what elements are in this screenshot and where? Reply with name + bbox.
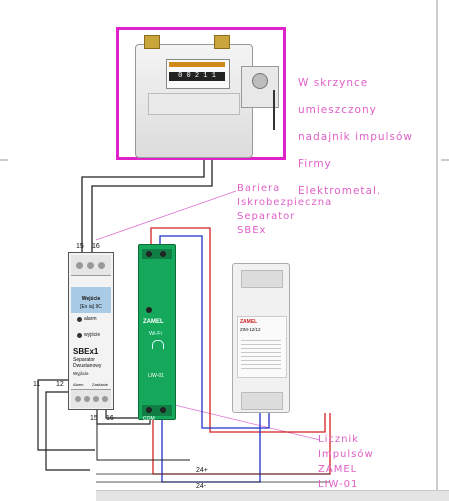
- counter-annotation: Licznik Impulsów ZAMEL LIW-01: [318, 432, 408, 492]
- terminal-screw: [146, 251, 152, 257]
- barrier-line2: Iskrobezpieczna: [237, 197, 333, 208]
- terminal-screw: [75, 396, 81, 402]
- separator-name-2: Dwustanowy: [73, 363, 102, 369]
- barrier-line4: SBEx: [237, 225, 267, 236]
- alarm-label: alarm: [84, 316, 97, 322]
- output-label: wyjście: [84, 332, 101, 338]
- separator-brand: SBEx1: [73, 347, 99, 356]
- counter-line4: LIW-01: [318, 479, 359, 490]
- barrier-line3: Separator: [237, 211, 296, 222]
- meter-inlet-pipe: [144, 35, 160, 49]
- liw-module: ZAMEL Wi-Fi LIW-01 COM: [138, 244, 176, 422]
- separator-supply-out: Zasilanie: [92, 382, 109, 387]
- transmitter-cable: [273, 90, 275, 130]
- wire-label-16-bottom: 16: [106, 415, 114, 422]
- liw-model: LIW-01: [148, 373, 165, 379]
- separator-name-1: Separator: [73, 357, 95, 363]
- terminal-screw: [102, 396, 108, 402]
- counter-line2: Impulsów: [318, 449, 374, 460]
- psu-model: ZIM-12/12: [240, 327, 261, 332]
- separator-input-panel: Wejście [Ex ia] IIC: [71, 287, 111, 313]
- wire-label-plus: 24+: [196, 467, 208, 474]
- separator-top-terminals: [71, 255, 111, 276]
- terminal-screw: [160, 407, 166, 413]
- separator-ex-label: [Ex ia] IIC: [80, 304, 102, 310]
- meter-note-line1: W skrzynce umieszczony: [298, 77, 377, 116]
- wire-label-11: 11: [33, 381, 41, 388]
- separator-input-label: Wejście: [81, 296, 101, 302]
- gas-meter-frame: 0 0 2 1 1: [116, 27, 286, 160]
- wire-label-minus: 24-: [196, 483, 207, 490]
- page-bottom-bar: [96, 490, 449, 501]
- barrier-line1: Bariera: [237, 183, 281, 194]
- psu-module: ZAMEL ZIM-12/12: [232, 263, 290, 413]
- counter-line1: Licznik: [318, 434, 360, 445]
- meter-display: 0 0 2 1 1: [169, 72, 225, 81]
- counter-line3: ZAMEL: [318, 464, 358, 475]
- barrier-annotation: Bariera Iskrobezpieczna Separator SBEx: [237, 182, 333, 238]
- liw-wifi: Wi-Fi: [149, 331, 162, 337]
- terminal-screw: [76, 262, 83, 269]
- liw-com-label: COM: [143, 416, 155, 422]
- liw-brand: ZAMEL: [143, 319, 164, 325]
- psu-spec-lines: [241, 337, 281, 369]
- separator-bottom-terminals: [71, 389, 111, 408]
- wire-label-12: 12: [56, 381, 64, 388]
- terminal-screw: [160, 251, 166, 257]
- separator-module: Wejście [Ex ia] IIC alarm wyjście SBEx1 …: [68, 252, 114, 410]
- liw-top-terminals: [142, 249, 172, 259]
- meter-note-line3: Elektrometal.: [298, 185, 382, 197]
- psu-brand: ZAMEL: [240, 319, 258, 325]
- terminal-screw: [98, 262, 105, 269]
- separator-alarm-out: Alarm: [73, 382, 84, 387]
- meter-annotation: W skrzynce umieszczony nadajnik impulsów…: [298, 70, 448, 205]
- output-led: [77, 333, 82, 338]
- liw-button[interactable]: [146, 307, 152, 313]
- gas-meter-body: 0 0 2 1 1: [135, 35, 253, 158]
- terminal-screw: [87, 262, 94, 269]
- meter-outlet-pipe: [214, 35, 230, 49]
- wifi-icon: [152, 340, 164, 349]
- psu-label-panel: ZAMEL ZIM-12/12: [237, 316, 287, 378]
- meter-brand-strip: [169, 62, 225, 67]
- wire-label-15-top: 15: [76, 243, 84, 250]
- psu-bottom-terminals: [241, 392, 283, 410]
- separator-power-label: Wyjście: [73, 371, 89, 376]
- wire-label-16-top: 16: [92, 243, 100, 250]
- meter-note-line2: nadajnik impulsów Firmy: [298, 131, 413, 170]
- meter-label-plate: [148, 93, 240, 115]
- terminal-screw: [93, 396, 99, 402]
- psu-top-terminals: [241, 270, 283, 288]
- wire-label-15-bottom: 15: [90, 415, 98, 422]
- meter-counter-panel: 0 0 2 1 1: [166, 59, 230, 89]
- terminal-screw: [146, 407, 152, 413]
- pulse-transmitter: [241, 66, 279, 108]
- terminal-screw: [84, 396, 90, 402]
- alarm-led: [77, 317, 82, 322]
- liw-bottom-terminals: [142, 405, 172, 416]
- transmitter-knob: [252, 73, 268, 89]
